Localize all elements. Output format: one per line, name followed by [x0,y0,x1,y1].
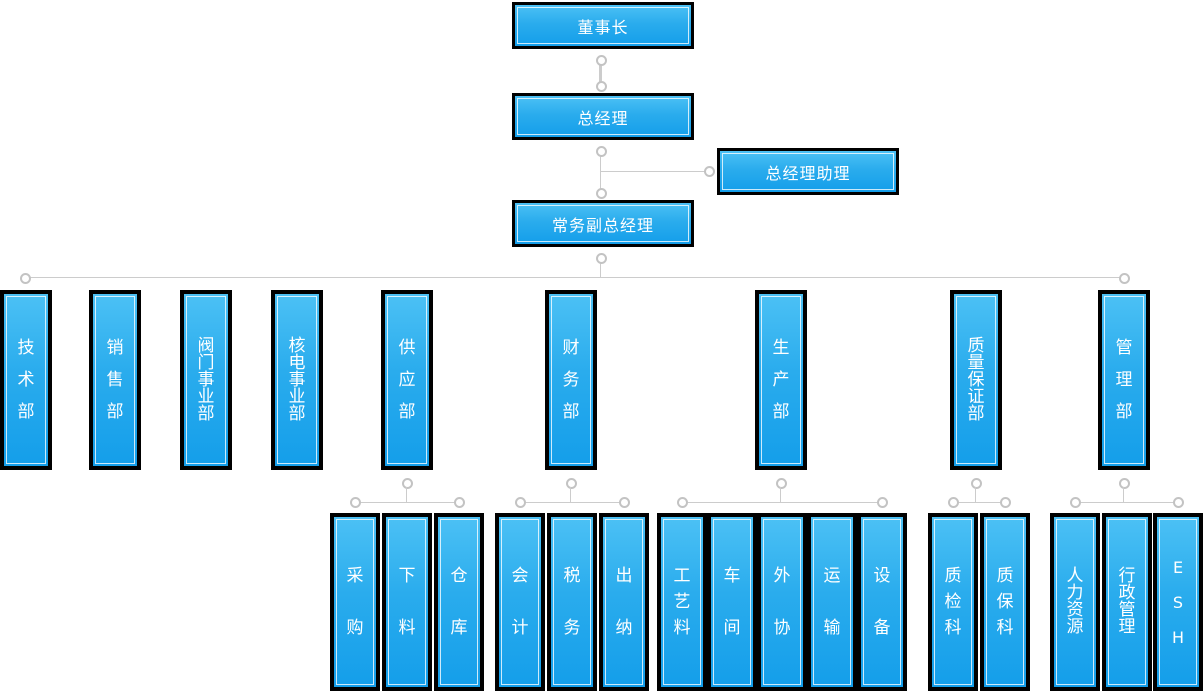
node-general-manager-label: 总经理 [577,108,629,128]
connector-line [682,502,882,503]
node-accounting-label: 会计 [511,566,529,638]
connector-line [975,487,976,503]
connector-dot [877,497,888,508]
node-valve-division: 阀门事业部 [180,290,232,470]
node-material-cutting: 下料 [382,513,432,691]
node-quality-assurance-dept: 质量保证部 [950,290,1002,470]
connector-dot [20,273,31,284]
node-sales-dept-label: 销售部 [106,338,124,422]
connector-dot [1070,497,1081,508]
node-transport-label: 运输 [823,566,841,638]
node-sales-dept: 销售部 [89,290,141,470]
node-technology-dept-label: 技术部 [17,338,35,422]
node-quality-inspection-section-label: 质检科 [944,566,962,638]
connector-line [953,502,1005,503]
node-warehouse: 仓库 [434,513,484,691]
connector-line [520,502,624,503]
node-finance-dept-label: 财务部 [562,338,580,422]
node-gm-assistant-label: 总经理助理 [765,163,851,183]
connector-dot [704,166,715,177]
connector-dot [1173,497,1184,508]
node-accounting: 会计 [495,513,545,691]
connector-dot [948,497,959,508]
node-supply-dept: 供应部 [381,290,433,470]
node-human-resources-label: 人力资源 [1066,566,1084,637]
connector-line [600,262,601,278]
node-transport: 运输 [807,513,857,691]
node-general-manager: 总经理 [512,93,694,140]
connector-dot [596,55,607,66]
connector-dot [402,478,413,489]
connector-dot [454,497,465,508]
connector-dot [515,497,526,508]
node-material-cutting-label: 下料 [398,566,416,638]
node-quality-assurance-section-label: 质保科 [996,566,1014,638]
connector-line [570,487,571,503]
node-quality-assurance-section: 质保科 [980,513,1030,691]
connector-line [1075,502,1178,503]
node-process-materials: 工艺料 [657,513,707,691]
node-finance-dept: 财务部 [545,290,597,470]
node-administration-label: 行政管理 [1118,566,1136,637]
node-nuclear-division: 核电事业部 [271,290,323,470]
node-process-materials-label: 工艺料 [673,566,691,638]
node-chairman: 董事长 [512,2,694,49]
node-quality-assurance-dept-label: 质量保证部 [967,335,985,424]
node-equipment: 设备 [857,513,907,691]
connector-dot [566,478,577,489]
node-workshop-label: 车间 [723,566,741,638]
node-cashier-label: 出纳 [615,566,633,638]
node-valve-division-label: 阀门事业部 [197,335,215,424]
node-production-dept: 生产部 [755,290,807,470]
connector-dot [776,478,787,489]
connector-dot [1000,497,1011,508]
connector-dot [1119,273,1130,284]
connector-dot [596,146,607,157]
node-deputy-general-manager: 常务副总经理 [512,200,694,247]
connector-line [1123,487,1124,503]
connector-dot [619,497,630,508]
node-nuclear-division-label: 核电事业部 [288,335,306,424]
connector-line [601,171,705,172]
connector-line [406,487,407,503]
node-management-dept-label: 管理部 [1115,338,1133,422]
node-warehouse-label: 仓库 [450,566,468,638]
node-gm-assistant: 总经理助理 [717,148,899,195]
node-human-resources: 人力资源 [1050,513,1100,691]
node-purchasing: 采购 [330,513,380,691]
node-production-dept-label: 生产部 [772,338,790,422]
connector-line [780,487,781,503]
connector-dot [1119,478,1130,489]
connector-dot [350,497,361,508]
connector-dot [677,497,688,508]
node-tax-label: 税务 [563,566,581,638]
connector-line [355,502,459,503]
connector-line [600,155,601,193]
connector-line [599,63,602,84]
node-chairman-label: 董事长 [577,17,629,37]
connector-dot [596,253,607,264]
node-supply-dept-label: 供应部 [398,338,416,422]
node-outsourcing: 外协 [757,513,807,691]
connector-dot [596,81,607,92]
node-administration: 行政管理 [1102,513,1152,691]
node-tax: 税务 [547,513,597,691]
node-outsourcing-label: 外协 [773,566,791,638]
node-equipment-label: 设备 [873,566,891,638]
node-purchasing-label: 采购 [346,566,364,638]
node-technology-dept: 技术部 [0,290,52,470]
connector-line [25,277,1124,278]
node-quality-inspection-section: 质检科 [928,513,978,691]
connector-dot [971,478,982,489]
connector-dot [596,188,607,199]
node-deputy-general-manager-label: 常务副总经理 [551,215,654,235]
node-workshop: 车间 [707,513,757,691]
node-management-dept: 管理部 [1098,290,1150,470]
node-cashier: 出纳 [599,513,649,691]
